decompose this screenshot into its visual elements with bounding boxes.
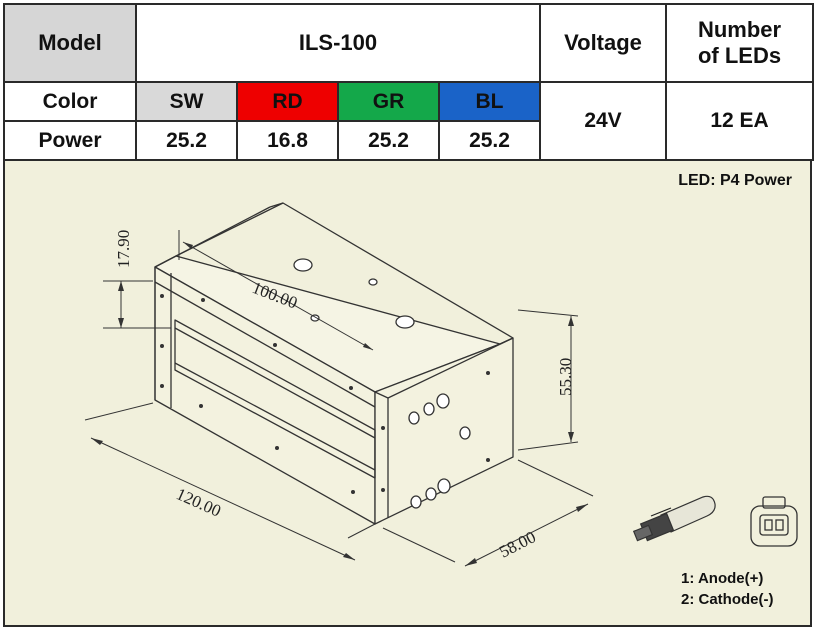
power-rd: 16.8 — [236, 120, 339, 161]
model-label: Model — [3, 3, 137, 83]
end-hole-3 — [436, 393, 450, 409]
connector-socket-icon — [750, 496, 798, 547]
housing-skirt-line — [154, 281, 376, 408]
dim-line-depth — [464, 503, 589, 567]
voltage-label: Voltage — [539, 3, 668, 83]
top-hole-2 — [395, 315, 415, 329]
power-bl: 25.2 — [437, 120, 542, 161]
end-hole-4 — [459, 426, 471, 440]
model-value: ILS-100 — [134, 3, 542, 83]
led-count-label: Number of LEDs — [665, 3, 815, 83]
end-hole-7 — [437, 478, 451, 494]
led-count-label-line2: of LEDs — [697, 43, 782, 68]
dim-label-height: 55.30 — [556, 358, 575, 396]
end-hole-5 — [410, 495, 422, 509]
top-hole-1 — [293, 258, 313, 272]
color-gr: GR — [337, 81, 440, 122]
dim-line-width — [90, 437, 356, 561]
pin-legend: 1: Anode(+) 2: Cathode(-) — [681, 568, 774, 610]
end-hole-1 — [408, 411, 420, 425]
end-hole-6 — [425, 487, 437, 501]
color-sw: SW — [135, 81, 238, 122]
power-sw: 25.2 — [135, 120, 238, 161]
led-count-value: 12 EA — [665, 81, 815, 161]
led-window-slot — [174, 319, 376, 479]
isometric-drawing: LED: P4 Power — [3, 160, 812, 627]
power-gr: 25.2 — [337, 120, 440, 161]
color-label: Color — [3, 81, 137, 122]
end-hole-2 — [423, 402, 435, 416]
pin-2-label: 2: Cathode(-) — [681, 591, 774, 608]
led-connector-note: LED: P4 Power — [678, 172, 792, 189]
voltage-value: 24V — [539, 81, 668, 161]
spec-table: Model ILS-100 Voltage Number of LEDs Col… — [3, 3, 815, 161]
power-label: Power — [3, 120, 137, 161]
dim-label-offset: 17.90 — [114, 230, 133, 268]
housing-end-face — [374, 337, 514, 525]
dim-label-width: 120.00 — [173, 484, 223, 520]
pin-1-label: 1: Anode(+) — [681, 570, 764, 587]
dim-line-inner-length — [182, 241, 374, 351]
housing-drawing-svg: 120.00 58.00 55.30 17.90 100.00 — [84, 202, 798, 567]
color-rd: RD — [236, 81, 339, 122]
led-count-label-line1: Number — [697, 17, 782, 42]
dim-label-depth: 58.00 — [496, 527, 539, 561]
color-bl: BL — [437, 81, 542, 122]
connector-plug-icon — [632, 495, 716, 542]
